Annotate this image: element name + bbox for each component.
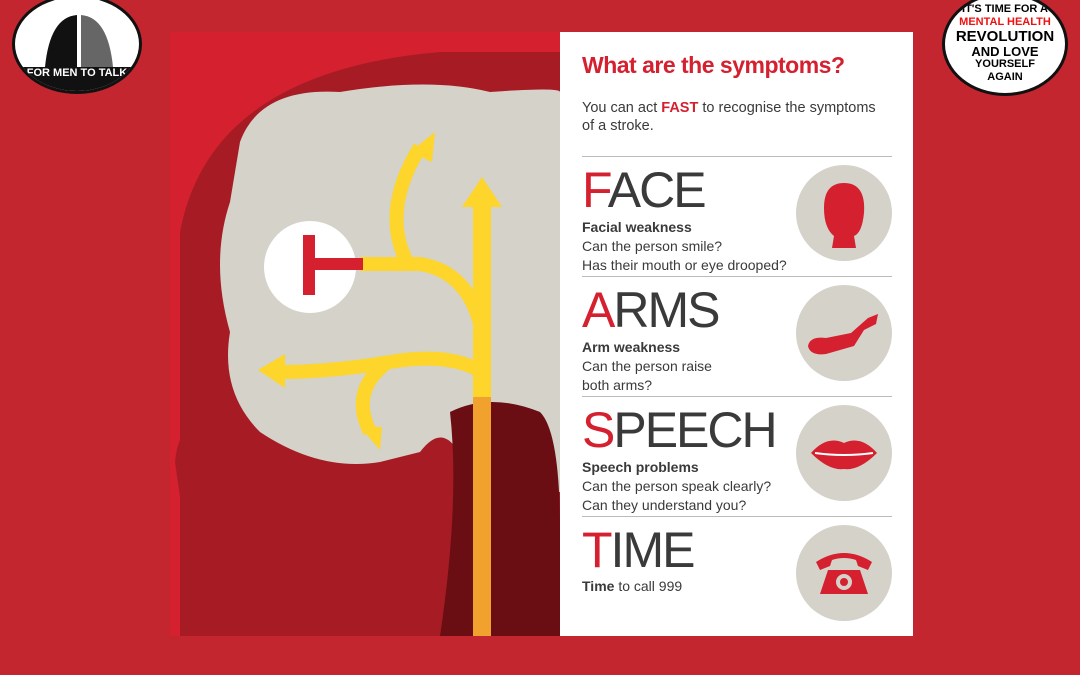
section-desc: Can the person smile?Has their mouth or … bbox=[582, 238, 787, 273]
logo-line: AND LOVE bbox=[971, 44, 1039, 59]
section-heading: FACE bbox=[582, 162, 707, 218]
section-subtitle: Arm weakness bbox=[582, 339, 681, 355]
intro-text: You can act FAST to recognise the sympto… bbox=[582, 100, 876, 134]
men-faces-icon bbox=[15, 15, 139, 91]
logo-line: YOURSELF bbox=[975, 58, 1035, 70]
stroke-infographic: What are the symptoms? You can act FAST … bbox=[170, 32, 913, 636]
section-desc: Can the person speak clearly?Can they un… bbox=[582, 478, 772, 513]
section-heading: ARMS bbox=[582, 282, 720, 338]
section-face: FACE Facial weakness Can the person smil… bbox=[582, 156, 892, 276]
logo-line: AGAIN bbox=[987, 71, 1023, 83]
logo-line: MENTAL HEALTH bbox=[959, 16, 1051, 28]
mental-health-revolution-logo: IT'S TIME FOR A MENTAL HEALTH REVOLUTION… bbox=[942, 0, 1068, 96]
symptoms-panel: What are the symptoms? You can act FAST … bbox=[560, 32, 913, 636]
face-icon bbox=[796, 165, 892, 261]
brain-illustration bbox=[170, 32, 560, 636]
section-subtitle: Facial weakness bbox=[582, 219, 692, 235]
logo-line: REVOLUTION bbox=[955, 28, 1055, 45]
logo-line: IT'S TIME FOR A bbox=[962, 3, 1048, 15]
section-desc: Time to call 999 bbox=[582, 578, 683, 594]
telephone-icon bbox=[796, 525, 892, 621]
logo-text: FOR MEN TO TALK bbox=[26, 67, 128, 79]
for-men-to-talk-logo: FOR MEN TO TALK bbox=[12, 0, 142, 94]
section-speech: SPEECH Speech problems Can the person sp… bbox=[582, 396, 892, 516]
section-heading: TIME bbox=[582, 522, 695, 578]
section-time: TIME Time to call 999 bbox=[582, 516, 892, 636]
section-subtitle: Speech problems bbox=[582, 459, 699, 475]
arm-icon bbox=[796, 285, 892, 381]
panel-title: What are the symptoms? bbox=[582, 52, 845, 78]
section-heading: SPEECH bbox=[582, 402, 778, 458]
brain-stroke-icon bbox=[175, 52, 560, 636]
lips-icon bbox=[796, 405, 892, 501]
